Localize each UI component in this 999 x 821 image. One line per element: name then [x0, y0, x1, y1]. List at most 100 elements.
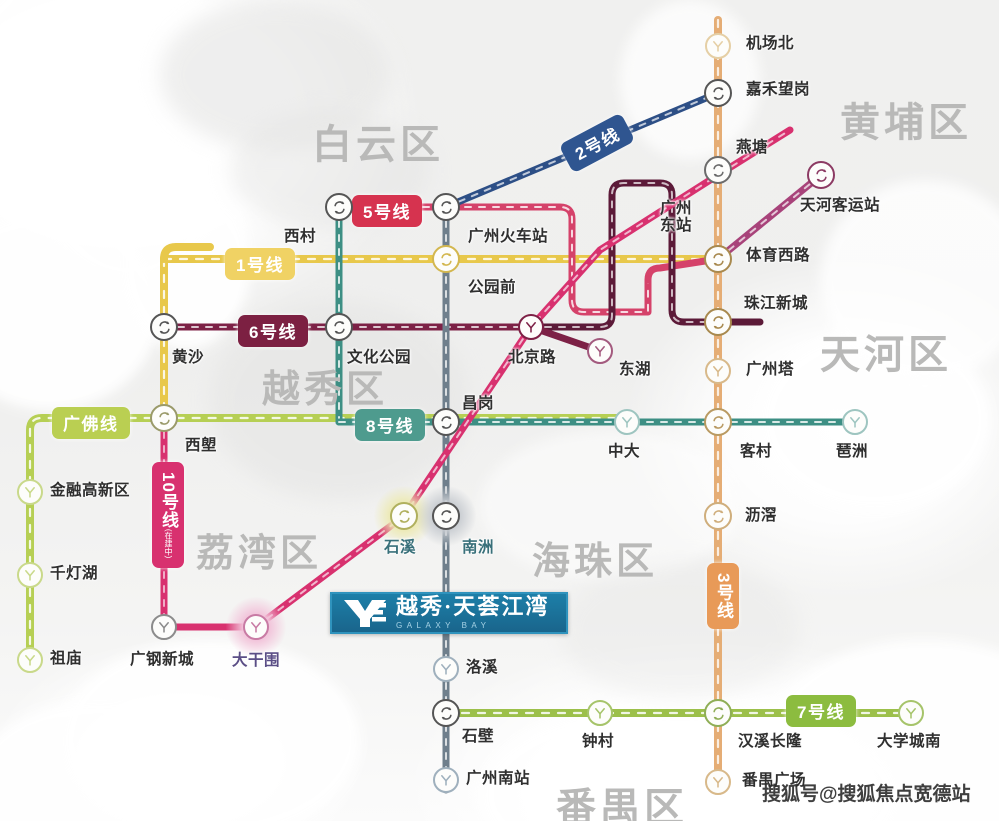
- station-marker-donghu[interactable]: [587, 338, 613, 364]
- line-badge-label: 7号线: [797, 703, 845, 722]
- station-label-guanggangxincheng: 广钢新城: [130, 651, 195, 668]
- station-label-donghu: 东湖: [619, 361, 652, 378]
- line-badge-label: 广佛线: [63, 415, 119, 434]
- station-marker-gongyuanqian[interactable]: [432, 245, 460, 273]
- station-label-zhongcun: 钟村: [582, 733, 615, 750]
- station-label-xiwang: 西塱: [185, 437, 218, 454]
- station-marker-nanzhou[interactable]: [432, 502, 460, 530]
- station-marker-guanggangxincheng[interactable]: [151, 614, 177, 640]
- district-label: 白云区: [312, 123, 444, 167]
- station-marker-zumiao[interactable]: [17, 647, 43, 673]
- station-marker-qiandenghu[interactable]: [17, 562, 43, 588]
- station-label-jinronggaoxinqu: 金融高新区: [50, 482, 131, 499]
- line-badge-label: 6号线: [249, 323, 297, 342]
- station-marker-yantang[interactable]: [704, 156, 732, 184]
- advertisement-banner[interactable]: 越秀·天荟江湾 GALAXY BAY: [330, 592, 568, 634]
- station-label-beijinglu: 北京路: [508, 349, 557, 366]
- station-marker-changgang[interactable]: [432, 408, 460, 436]
- station-label-jiahewanggang: 嘉禾望岗: [746, 81, 811, 98]
- station-marker-wenhuagongyuan[interactable]: [325, 313, 353, 341]
- station-marker-guangzhounanzhan[interactable]: [433, 767, 459, 793]
- source-watermark: 搜狐号@搜狐焦点宽德站: [762, 784, 971, 805]
- station-label-daganwei: 大干围: [232, 652, 281, 669]
- ad-brand-cn: 越秀·天荟江湾: [396, 594, 550, 619]
- station-label-nanzhou: 南洲: [462, 539, 495, 556]
- line-badge-line6[interactable]: 6号线: [238, 315, 308, 347]
- station-marker-zhujiangxincheng[interactable]: [704, 308, 732, 336]
- station-marker-zhongcun[interactable]: [587, 700, 613, 726]
- station-label-jichangbei: 机场北: [746, 35, 795, 52]
- station-marker-jiahewanggang[interactable]: [704, 79, 732, 107]
- station-marker-lijiao[interactable]: [704, 502, 732, 530]
- yuexiu-logo-icon: [342, 596, 388, 630]
- district-label: 海珠区: [532, 541, 659, 583]
- line-badge-sublabel: (在建中): [164, 528, 173, 559]
- station-label-qiandenghu: 千灯湖: [50, 565, 99, 582]
- station-marker-beijinglu[interactable]: [518, 314, 544, 340]
- station-marker-guangzhouhuoche[interactable]: [432, 193, 460, 221]
- station-label-wenhuagongyuan: 文化公园: [347, 349, 412, 366]
- line-badge-line1[interactable]: 1号线: [225, 248, 295, 280]
- station-label-guangzhouhuoche: 广州火车站: [468, 228, 549, 245]
- district-label: 天河区: [820, 333, 952, 377]
- station-marker-jichangbei[interactable]: [705, 33, 731, 59]
- line-3-north-path: [714, 171, 825, 263]
- station-marker-tiyuxilu[interactable]: [704, 245, 732, 273]
- station-label-hanxichanglong: 汉溪长隆: [738, 733, 803, 750]
- line-badge-line8[interactable]: 8号线: [355, 409, 425, 441]
- station-label-lijiao: 沥滘: [745, 507, 778, 524]
- station-marker-huangsha[interactable]: [150, 313, 178, 341]
- station-marker-kecun[interactable]: [704, 408, 732, 436]
- station-marker-daganwei[interactable]: [243, 614, 269, 640]
- station-marker-shixi[interactable]: [390, 502, 418, 530]
- line-badge-label: 3号线: [714, 573, 733, 620]
- station-marker-tianheke[interactable]: [807, 161, 835, 189]
- line-badge-line7[interactable]: 7号线: [786, 695, 856, 727]
- station-marker-jinronggaoxinqu[interactable]: [17, 479, 43, 505]
- station-label-huangsha: 黄沙: [172, 349, 205, 366]
- line-badge-label: 5号线: [363, 203, 411, 222]
- station-label-tiyuxilu: 体育西路: [746, 247, 811, 264]
- line-5-path: [335, 203, 722, 316]
- station-label-zhongda: 中大: [608, 443, 641, 460]
- station-label-zhujiangxincheng: 珠江新城: [744, 295, 809, 312]
- station-label-panyuguangchang: 番禺广场: [742, 772, 807, 789]
- station-marker-panyuguangchang[interactable]: [705, 769, 731, 795]
- station-marker-pazhou[interactable]: [842, 409, 868, 435]
- station-label-guangzhouta: 广州塔: [746, 361, 795, 378]
- station-label-tianheke: 天河客运站: [800, 197, 881, 214]
- station-marker-shibi[interactable]: [432, 699, 460, 727]
- station-marker-xiwang[interactable]: [150, 404, 178, 432]
- district-label: 黄埔区: [840, 101, 972, 145]
- line-badge-label: 1号线: [236, 256, 284, 275]
- station-label-changgang: 昌岗: [462, 395, 495, 412]
- line-badge-label: 8号线: [366, 417, 414, 436]
- line-badge-line10[interactable]: 10号线(在建中): [152, 462, 184, 569]
- station-label-guangzhounanzhan: 广州南站: [466, 770, 531, 787]
- station-label-shibi: 石壁: [462, 728, 495, 745]
- station-marker-zhongda[interactable]: [614, 409, 640, 435]
- line-badge-line5[interactable]: 5号线: [352, 195, 422, 227]
- station-label-pazhou: 琶洲: [836, 443, 869, 460]
- station-label-zumiao: 祖庙: [50, 650, 83, 667]
- station-marker-hanxichanglong[interactable]: [704, 699, 732, 727]
- station-marker-guangzhouta[interactable]: [705, 358, 731, 384]
- district-label: 番禺区: [556, 786, 688, 821]
- line-badge-line3[interactable]: 3号线: [707, 563, 739, 630]
- station-label-xicun: 西村: [284, 228, 317, 245]
- station-label-daxuechengnan: 大学城南: [877, 733, 942, 750]
- station-label-kecun: 客村: [740, 443, 773, 460]
- station-label-shixi: 石溪: [384, 539, 417, 556]
- station-marker-xicun[interactable]: [325, 193, 353, 221]
- district-label: 荔湾区: [196, 533, 323, 575]
- line-badge-label: 10号线: [159, 472, 178, 529]
- station-marker-luoxi[interactable]: [433, 656, 459, 682]
- ad-brand-en: GALAXY BAY: [396, 621, 491, 630]
- line-badge-gf[interactable]: 广佛线: [52, 407, 130, 439]
- station-label-luoxi: 洛溪: [466, 659, 499, 676]
- district-label: 越秀区: [262, 369, 389, 411]
- station-label-guangzhoudong: 广州东站: [660, 200, 693, 235]
- station-marker-daxuechengnan[interactable]: [898, 700, 924, 726]
